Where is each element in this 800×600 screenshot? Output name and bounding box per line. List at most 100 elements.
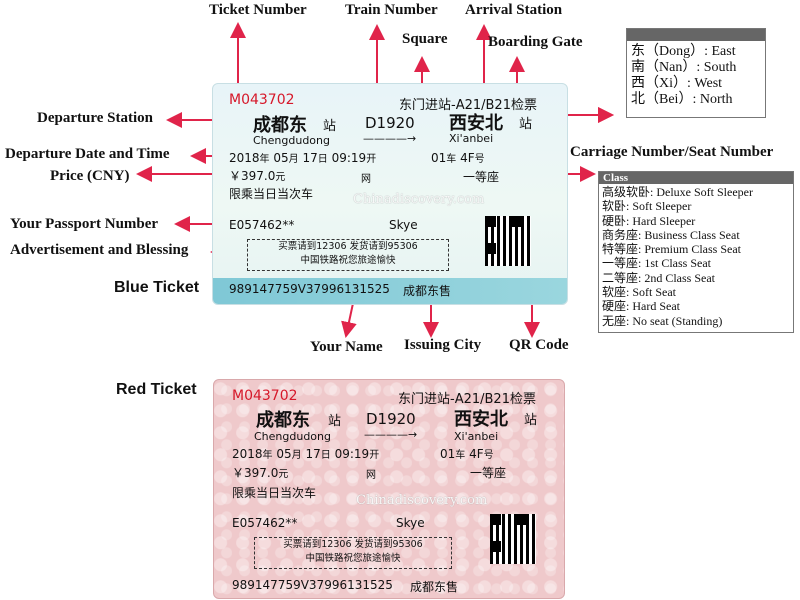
watermark: Chinadiscovery.com [353, 192, 485, 207]
arrival-station-en: Xi'anbei [449, 132, 494, 145]
issuing-city: 成都东售 [403, 284, 452, 298]
callout-your-name: Your Name [310, 339, 383, 355]
departure-datetime: 2018年 05月 17日 09:19开 [232, 446, 379, 461]
blue-ticket-label: Blue Ticket [114, 279, 200, 296]
time-unit: 开 [366, 154, 377, 165]
date-month-unit: 月 [288, 154, 299, 165]
ad-line-2: 中国铁路祝您旅途愉快 [300, 255, 396, 266]
ad-line-1: 买票请到12306 发货请到95306 [283, 539, 423, 550]
seat-unit: 号 [474, 154, 485, 165]
ticket-number: M043702 [232, 388, 298, 404]
departure-time: 09:19 [334, 447, 370, 461]
callout-train-number: Train Number [345, 2, 438, 18]
callout-passport: Your Passport Number [10, 216, 159, 232]
class-item: 硬卧: Hard Sleeper [602, 213, 696, 228]
ad-line-2: 中国铁路祝您旅途愉快 [305, 553, 401, 564]
date-month: 05 [276, 447, 292, 461]
departure-datetime: 2018年 05月 17日 09:19开 [229, 150, 376, 165]
departure-station-en: Chengdudong [253, 134, 330, 147]
carriage-number: 01 [440, 447, 456, 461]
qr-code-icon [490, 514, 536, 564]
blue-ticket: M043702 东门进站-A21/B21检票 成都东 站 Chengdudong… [212, 83, 568, 305]
callout-departure-datetime: Departure Date and Time [5, 146, 170, 162]
carriage-seat: 01车 4F号 [440, 446, 494, 461]
boarding-gate: 东门进站-A21/B21检票 [398, 392, 536, 407]
departure-time: 09:19 [331, 151, 367, 165]
restriction-text: 限乘当日当次车 [232, 486, 317, 500]
arrival-station-en: Xi'anbei [454, 430, 499, 443]
seat-class: 一等座 [463, 170, 500, 184]
carriage-unit: 车 [446, 154, 457, 165]
class-item: 软卧: Soft Sleeper [602, 199, 692, 214]
date-day-unit: 日 [317, 154, 328, 165]
serial-number: 989147759V37996131525 [229, 282, 390, 296]
carriage-seat: 01车 4F号 [431, 150, 485, 165]
serial-number: 989147759V37996131525 [232, 578, 393, 592]
price-unit: 元 [275, 172, 286, 183]
passenger-name: Skye [396, 516, 425, 530]
ticket-band [213, 278, 567, 304]
price: ￥397.0元 [232, 464, 288, 481]
callout-arrival-station: Arrival Station [465, 2, 563, 18]
station-char: 站 [519, 117, 533, 132]
boarding-gate: 东门进站-A21/B21检票 [399, 98, 537, 113]
class-item: 无座: No seat (Standing) [602, 313, 723, 328]
restriction-text: 限乘当日当次车 [229, 187, 314, 201]
station-char: 站 [328, 414, 342, 429]
class-item: 软座: Soft Seat [602, 285, 676, 300]
ticket-number: M043702 [229, 92, 295, 108]
class-header: Class [599, 172, 793, 184]
class-item: 商务座: Business Class Seat [602, 227, 740, 242]
train-number: D1920 [365, 114, 415, 132]
directions-legend: 东（Dong）: East 南（Nan）: South 西（Xi）: West … [626, 28, 766, 118]
class-item: 特等座: Premium Class Seat [602, 242, 741, 257]
time-unit: 开 [369, 450, 380, 461]
class-item: 高级软卧: Deluxe Soft Sleeper [602, 185, 753, 199]
price-unit: 元 [278, 469, 289, 480]
date-year-unit: 年 [259, 154, 270, 165]
qr-code-icon [485, 216, 531, 266]
ad-line-1: 买票请到12306 发货请到95306 [278, 241, 418, 252]
callout-issuing-city: Issuing City [404, 337, 482, 353]
red-ticket: M043702 东门进站-A21/B21检票 成都东 站 Chengdudong… [213, 379, 565, 599]
direction-south: 南（Nan）: South [631, 60, 737, 75]
arrival-station-cn: 西安北 [454, 409, 508, 430]
passport-number: E057462** [229, 218, 295, 232]
train-arrow-icon: ————→ [363, 132, 417, 145]
passenger-name: Skye [389, 218, 418, 232]
watermark: Chinadiscovery.com [356, 493, 488, 508]
seat-number: 4F [469, 447, 484, 461]
departure-station-cn: 成都东 [253, 115, 307, 136]
callout-boarding-gate: Boarding Gate [488, 34, 583, 50]
class-item: 一等座: 1st Class Seat [602, 256, 712, 271]
departure-station-en: Chengdudong [254, 430, 331, 443]
station-char: 站 [323, 119, 337, 134]
price: ￥397.0元 [229, 167, 285, 184]
direction-north: 北（Bei）: North [631, 92, 733, 107]
callout-price: Price (CNY) [50, 168, 130, 184]
train-number: D1920 [366, 410, 416, 428]
date-year: 2018 [232, 447, 263, 461]
advertisement-box: 买票请到12306 发货请到95306 中国铁路祝您旅途愉快 [247, 239, 449, 271]
advertisement-box: 买票请到12306 发货请到95306 中国铁路祝您旅途愉快 [254, 537, 452, 569]
callout-ticket-number: Ticket Number [209, 2, 307, 18]
date-year-unit: 年 [262, 450, 273, 461]
passport-number: E057462** [232, 516, 298, 530]
callout-qr-code: QR Code [509, 337, 569, 353]
seat-class: 一等座 [470, 466, 507, 480]
train-arrow-icon: ————→ [364, 428, 418, 441]
date-day-unit: 日 [320, 450, 331, 461]
seat-unit: 号 [483, 450, 494, 461]
arrival-station-cn: 西安北 [449, 113, 503, 134]
date-year: 2018 [229, 151, 260, 165]
callout-departure-station: Departure Station [37, 110, 153, 126]
directions-header [627, 29, 765, 41]
class-item: 硬座: Hard Seat [602, 299, 680, 314]
class-item: 二等座: 2nd Class Seat [602, 270, 715, 285]
callout-square: Square [402, 31, 448, 47]
net-mark: 网 [366, 470, 376, 481]
carriage-number: 01 [431, 151, 447, 165]
direction-east: 东（Dong）: East [631, 44, 736, 59]
date-month-unit: 月 [291, 450, 302, 461]
date-day: 17 [302, 151, 318, 165]
